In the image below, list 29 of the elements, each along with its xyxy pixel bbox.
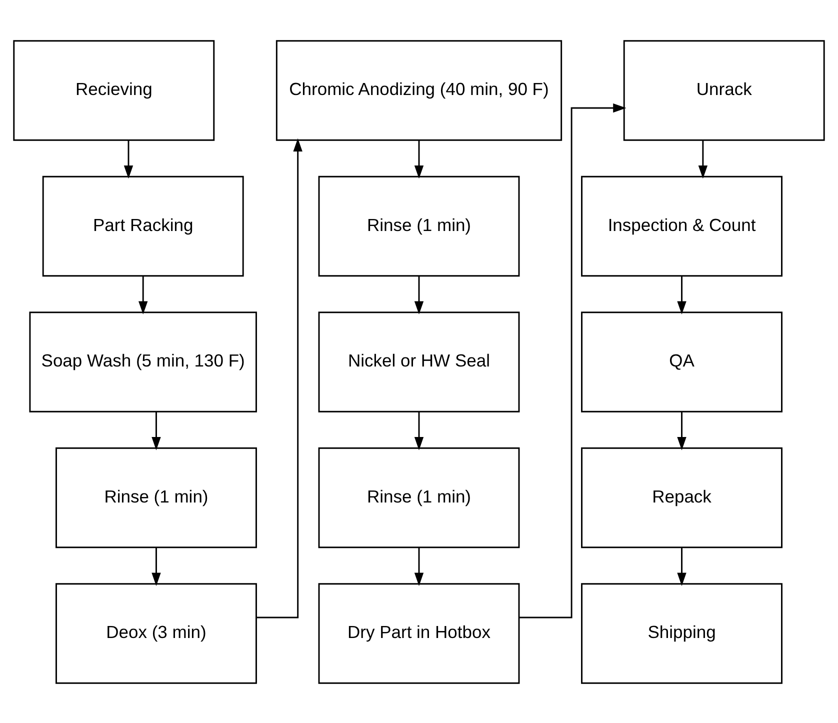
node-box: Rinse (1 min) — [318, 175, 520, 276]
node-box: Dry Part in Hotbox — [318, 582, 520, 684]
node-box: Rinse (1 min) — [318, 446, 520, 548]
arrow — [414, 140, 424, 178]
arrow — [677, 276, 686, 314]
node-box: Part Racking — [42, 175, 244, 276]
arrow — [519, 102, 626, 618]
arrow — [138, 276, 148, 314]
node-box: Inspection & Count — [581, 175, 782, 276]
arrow — [698, 140, 708, 178]
node-box: Deox (3 min) — [56, 582, 257, 684]
arrow — [414, 276, 424, 314]
node-box: Rinse (1 min) — [56, 446, 257, 548]
arrow — [152, 411, 161, 450]
arrow — [414, 411, 424, 450]
arrow — [677, 411, 686, 450]
arrow — [677, 547, 686, 586]
node-box: Recieving — [13, 40, 215, 140]
arrow — [152, 547, 161, 586]
node-box: Nickel or HW Seal — [318, 311, 520, 412]
node-box: Repack — [581, 446, 782, 548]
node-box: Chromic Anodizing (40 min, 90 F) — [276, 40, 562, 140]
node-box: Soap Wash (5 min, 130 F) — [29, 311, 257, 412]
arrow — [124, 140, 134, 178]
arrow — [256, 138, 302, 618]
arrow — [414, 547, 424, 586]
node-box: QA — [581, 311, 782, 412]
node-box: Shipping — [581, 582, 782, 684]
node-box: Unrack — [623, 40, 825, 140]
